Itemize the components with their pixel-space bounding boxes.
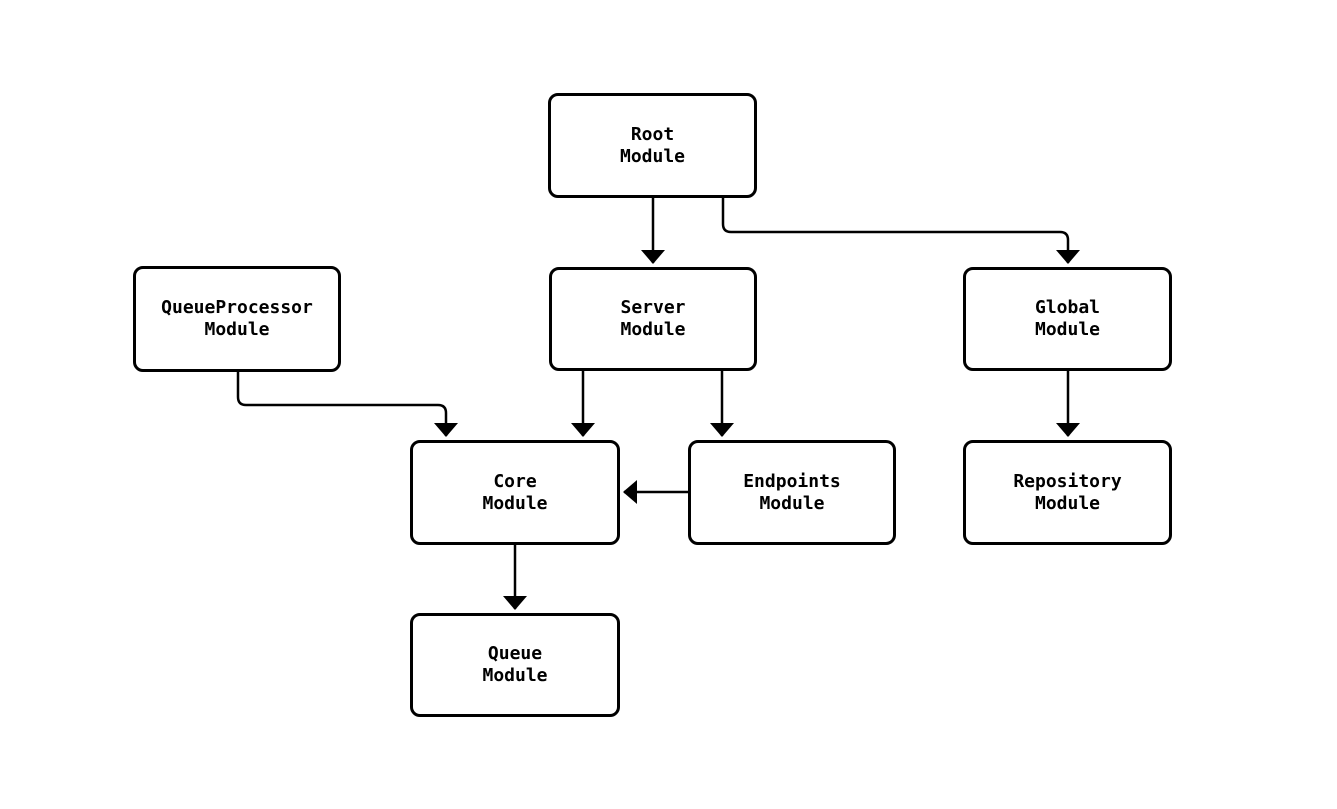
node-queue-module: Queue Module: [410, 613, 620, 717]
node-core-module-label: Core Module: [482, 470, 548, 514]
edge-queueprocessor-to-core: [236, 372, 458, 437]
edge-root-to-global: [721, 198, 1080, 264]
node-repository-module: Repository Module: [963, 440, 1172, 545]
node-core-module: Core Module: [410, 440, 620, 545]
node-queueprocessor-module: QueueProcessor Module: [133, 266, 341, 372]
node-global-module-label: Global Module: [1034, 297, 1101, 340]
node-endpoints-module-label: Endpoints Module: [743, 470, 841, 514]
node-endpoints-module: Endpoints Module: [688, 440, 896, 545]
node-root-module: Root Module: [548, 93, 757, 198]
node-root-module-label: Root Module: [619, 123, 686, 167]
node-global-module: Global Module: [963, 267, 1172, 371]
node-queue-module-label: Queue Module: [482, 643, 548, 686]
node-queueprocessor-module-label: QueueProcessor Module: [161, 297, 313, 340]
node-server-module: Server Module: [549, 267, 757, 371]
node-server-module-label: Server Module: [620, 297, 686, 340]
node-repository-module-label: Repository Module: [1013, 470, 1122, 514]
